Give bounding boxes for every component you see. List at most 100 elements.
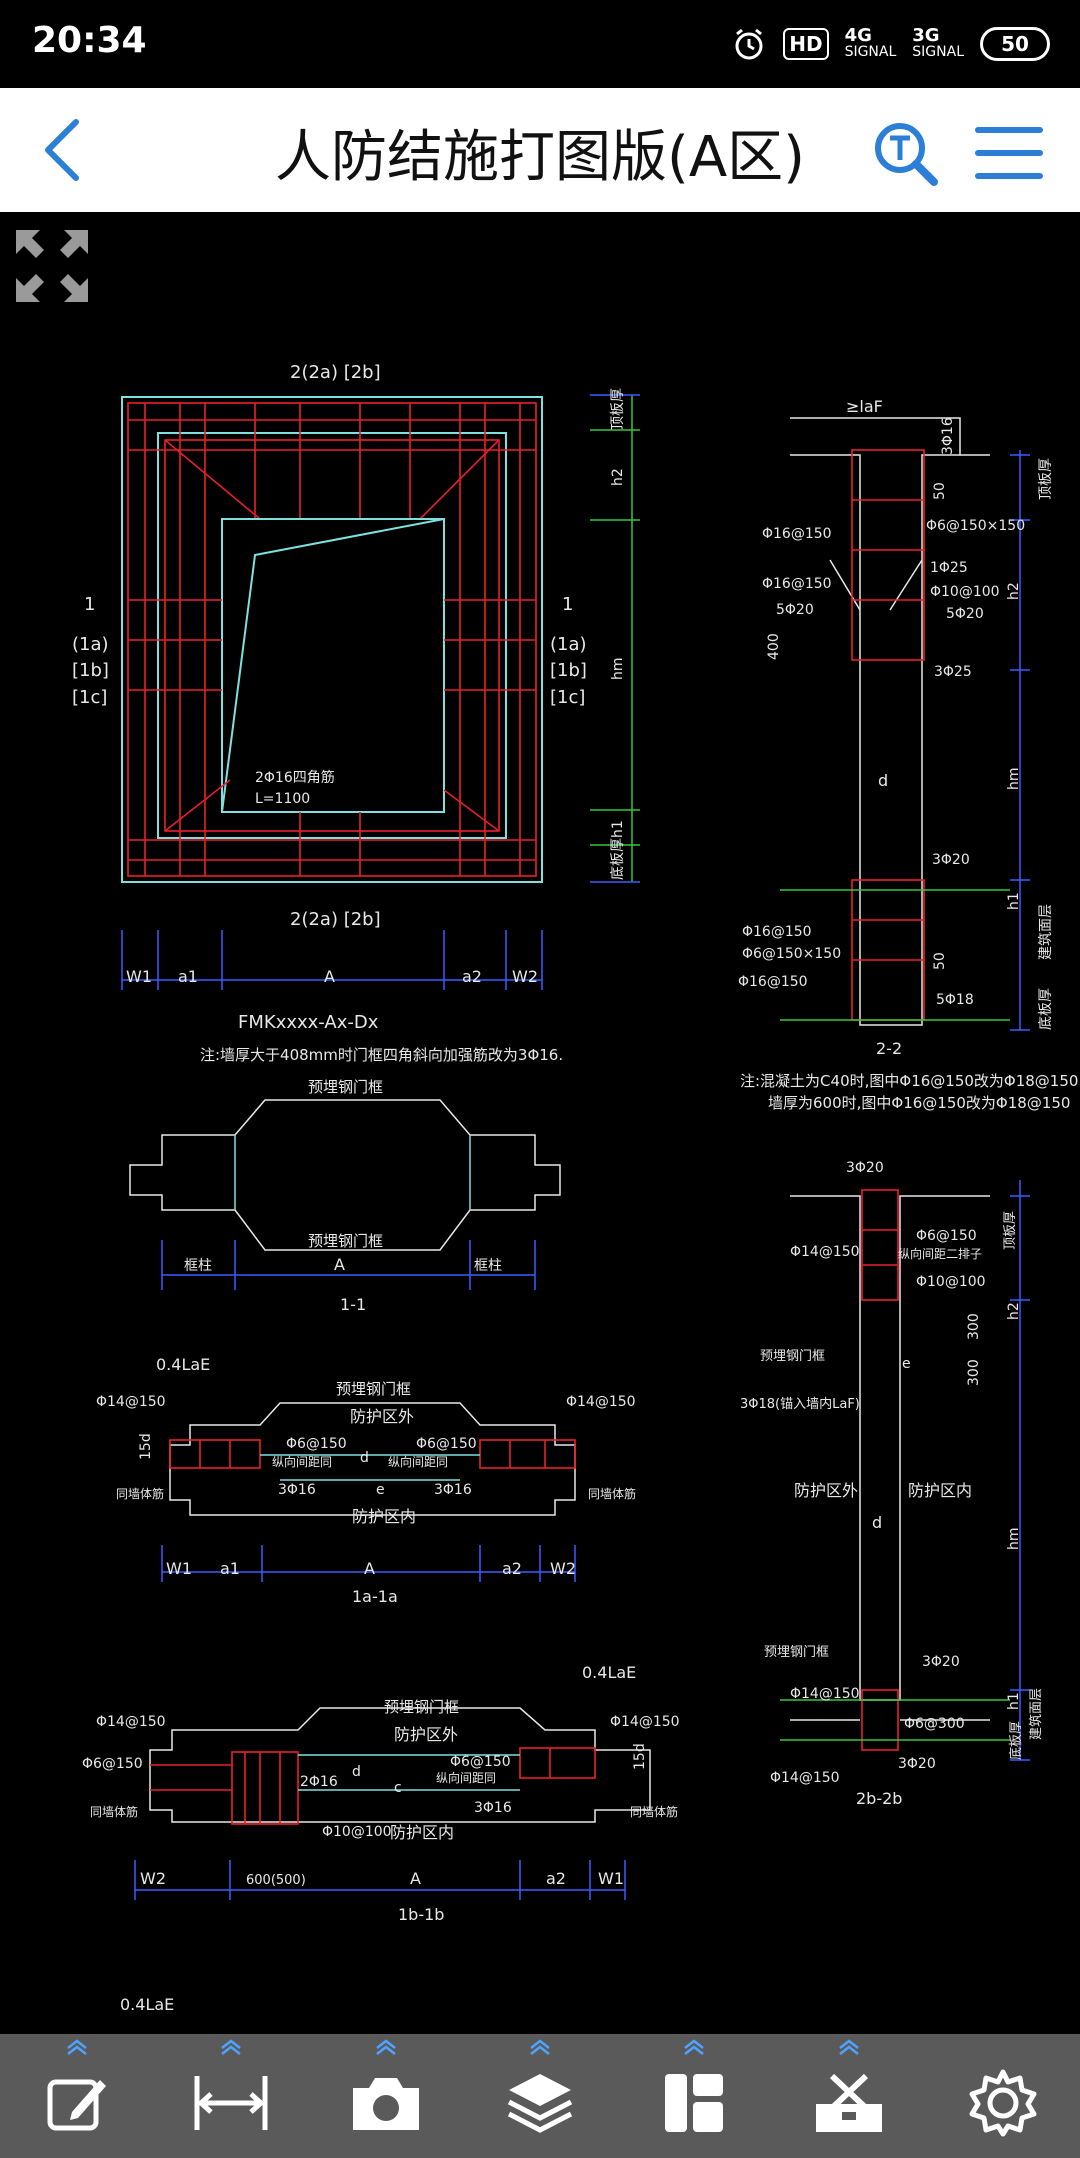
s2b-label-13: Φ14@150: [790, 1686, 860, 1702]
network-3g-label: 3G: [912, 25, 940, 46]
s1a-label-4: Φ14@150: [566, 1394, 636, 1410]
edit-tool-button[interactable]: [0, 2034, 154, 2158]
measure-tool-button[interactable]: [154, 2034, 308, 2158]
chevron-up-icon: [221, 2039, 242, 2055]
s22-label-1: 3Φ16: [940, 417, 956, 455]
drawing-canvas[interactable]: 2(2a) [2b] 2Φ16四角筋 L=: [0, 212, 1080, 2034]
s22-note-2: 墙厚为600时,图中Φ16@150改为Φ18@150: [768, 1094, 1070, 1112]
dim-row-4: W2: [512, 967, 538, 986]
settings-tool-button[interactable]: [926, 2034, 1080, 2158]
s22-label-11: d: [878, 771, 888, 790]
s1b-dim-2: A: [410, 1869, 421, 1888]
s1b-label-10: c: [394, 1780, 402, 1796]
s22-label-5: 1Φ25: [930, 560, 968, 576]
s1b-title: 1b-1b: [398, 1905, 444, 1924]
layout-tool-button[interactable]: [617, 2034, 771, 2158]
s2b-label-18: 300: [966, 1359, 982, 1386]
s1b-dim-1: 600(500): [246, 1873, 306, 1888]
s22-right-0: 顶板厚: [1038, 458, 1054, 500]
chevron-left-icon: [45, 119, 79, 181]
s2b-label-9: 防护区内: [908, 1481, 972, 1500]
toolbox-icon: [815, 2073, 882, 2132]
s2b-label-7: e: [902, 1356, 911, 1372]
s1b-label-7: 纵向间距同: [436, 1770, 496, 1785]
s1a-dim-1: a1: [220, 1559, 240, 1578]
layers-icon: [507, 2074, 573, 2133]
s1b-label-6: Φ6@150: [450, 1754, 511, 1770]
chevron-up-icon: [530, 2039, 550, 2055]
s22-label-13: Φ16@150: [742, 924, 812, 940]
s2b-label-5: 预埋钢门框: [760, 1349, 825, 1364]
right-dim-0: 顶板厚: [610, 388, 626, 430]
signal-3g: 3G SIGNAL: [912, 25, 964, 61]
s1a-label-13: e: [376, 1482, 385, 1498]
right-mark-1: (1a): [550, 634, 587, 655]
fullscreen-button[interactable]: [14, 228, 90, 304]
alarm-icon: [735, 28, 763, 60]
s2b-label-1: Φ6@150: [916, 1228, 977, 1244]
s2b-label-11: 预埋钢门框: [764, 1645, 829, 1660]
dim-row-0: W1: [126, 967, 152, 986]
door-rebar-length: L=1100: [255, 791, 310, 807]
section-2b-2b: 3Φ20 Φ6@150 Φ14@150 纵向间距二排子 Φ10@100 预埋钢门…: [740, 1160, 1044, 1808]
left-mark-1: (1a): [72, 634, 109, 655]
camera-tool-button[interactable]: [309, 2034, 463, 2158]
dim-row-2: A: [324, 967, 335, 986]
s2b-label-16: Φ14@150: [770, 1770, 840, 1786]
s1b-label-9: d: [352, 1764, 361, 1780]
gear-icon: [969, 2069, 1037, 2137]
section-1-1: 预埋钢门框 预埋钢门框 框柱 A 框柱 1-1: [129, 1078, 561, 1314]
back-button[interactable]: [30, 112, 100, 188]
s1b-dim-0: W2: [140, 1869, 166, 1888]
chevron-up-icon: [67, 2039, 87, 2055]
s22-right-2: hm: [1006, 767, 1022, 790]
layers-tool-button[interactable]: [463, 2034, 617, 2158]
s2b-title: 2b-2b: [856, 1789, 902, 1808]
s1b-dim-3: a2: [546, 1869, 566, 1888]
chevron-up-icon: [838, 2039, 859, 2055]
s2b-label-17: 300: [966, 1313, 982, 1340]
status-bar: 20:34 HD 4G SIGNAL 3G SIGNAL 50: [0, 0, 1080, 88]
s2b-label-8: 防护区外: [794, 1481, 858, 1500]
s22-right-5: 底板厚: [1038, 988, 1054, 1030]
s1a-title: 1a-1a: [352, 1587, 398, 1606]
s2b-label-0: 3Φ20: [846, 1160, 884, 1176]
s1a-dim-4: W2: [550, 1559, 576, 1578]
search-text-button[interactable]: [870, 118, 940, 188]
menu-button[interactable]: [974, 118, 1044, 188]
s2b-right-4: 建筑面层: [1028, 1688, 1044, 1740]
signal-label-1: SIGNAL: [844, 44, 897, 60]
signal-label-2: SIGNAL: [912, 44, 964, 60]
s11-top: 预埋钢门框: [308, 1078, 383, 1096]
s1a-label-9: 纵向间距同: [388, 1454, 448, 1469]
s22-label-17: 50: [932, 482, 948, 500]
s22-note-1: 注:混凝土为C40时,图中Φ16@150改为Φ18@150: [740, 1072, 1078, 1090]
fmk-label: FMKxxxx-Ax-Dx: [238, 1012, 379, 1033]
dim-row-1: a1: [178, 967, 198, 986]
s22-right-3: h1: [1006, 892, 1022, 910]
elev-top-label: 2(2a) [2b]: [290, 362, 381, 383]
tools-tool-button[interactable]: [771, 2034, 925, 2158]
s11-dim-0: 框柱: [184, 1258, 212, 1274]
s11-bottom: 预埋钢门框: [308, 1232, 383, 1250]
s1b-label-13: Φ10@100: [322, 1824, 392, 1840]
page-title: 人防结施打图版(A区): [274, 125, 805, 190]
left-mark-2: [1b]: [72, 660, 109, 681]
s1b-label-12: 15d: [632, 1743, 648, 1770]
s2b-right-5: 底板厚: [1008, 1721, 1024, 1760]
chevron-up-icon: [684, 2039, 705, 2055]
s1a-label-11: 3Φ16: [278, 1482, 316, 1498]
s22-label-6: Φ10@100: [930, 584, 1000, 600]
s22-label-12: 3Φ20: [932, 852, 970, 868]
s1b-label-0: 0.4LaE: [582, 1663, 636, 1682]
s1b-label-15: 同墙体筋: [90, 1804, 138, 1819]
s2b-right-0: 顶板厚: [1003, 1211, 1018, 1250]
section-1b-1b: 0.4LaE 预埋钢门框 防护区外 Φ14@150 Φ14@150 Φ6@150…: [82, 1663, 680, 1924]
s22-label-16: 5Φ18: [936, 992, 974, 1008]
s1a-label-8: 纵向间距同: [272, 1454, 332, 1469]
s1b-label-16: 同墙体筋: [630, 1804, 678, 1819]
s2b-label-10: d: [872, 1513, 882, 1532]
s22-label-7: 5Φ20: [776, 602, 814, 618]
right-dim-1: h2: [610, 468, 626, 486]
signal-4g: 4G SIGNAL: [844, 27, 897, 61]
